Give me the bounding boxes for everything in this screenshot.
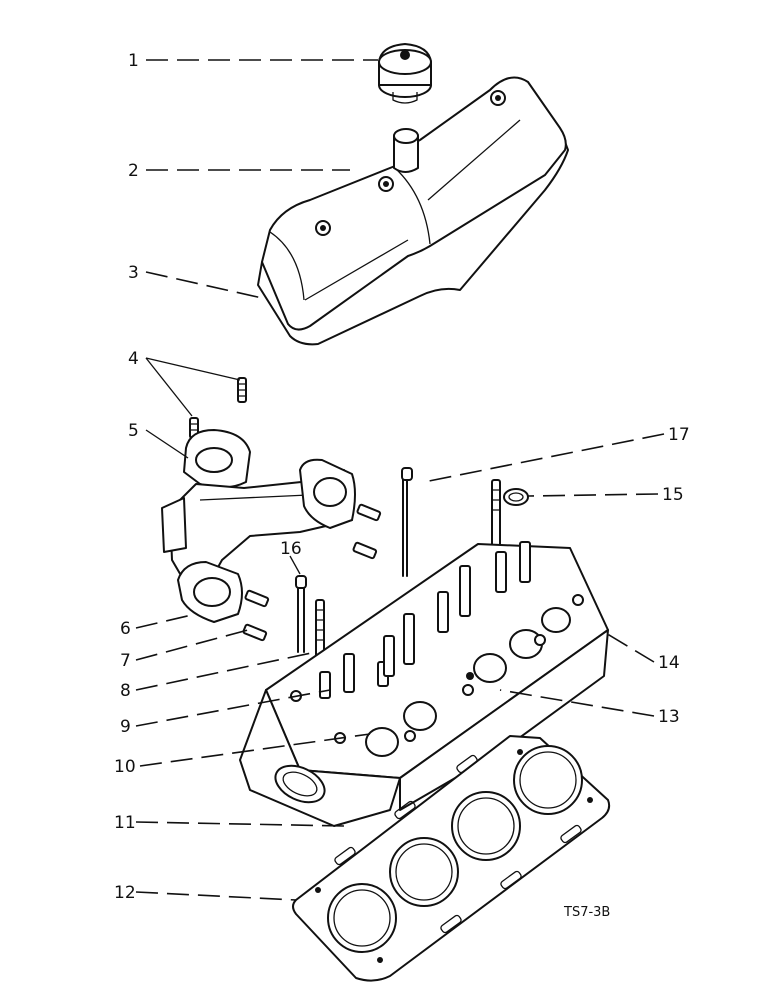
callout-17: 17 bbox=[668, 425, 690, 445]
callout-16: 16 bbox=[280, 539, 302, 559]
callout-15: 15 bbox=[662, 485, 684, 505]
reference-code-group: TS7-3B bbox=[563, 905, 610, 920]
callout-11: 11 bbox=[114, 813, 136, 833]
callout-2: 2 bbox=[128, 161, 139, 181]
part-head-gasket bbox=[292, 735, 611, 982]
callout-13: 13 bbox=[658, 707, 680, 727]
part-manifold-studs bbox=[189, 377, 247, 439]
callout-4: 4 bbox=[128, 349, 139, 369]
part-valve-cover bbox=[257, 76, 569, 346]
part-breather-cap bbox=[378, 43, 432, 104]
callout-3: 3 bbox=[128, 263, 139, 283]
part-flange-studs bbox=[242, 503, 382, 642]
callout-7: 7 bbox=[120, 651, 131, 671]
part-manifold bbox=[161, 429, 356, 623]
callout-labels: 1 2 3 4 5 6 7 8 9 10 11 12 13 14 15 16 1… bbox=[114, 51, 690, 903]
leader-lines bbox=[135, 59, 665, 901]
part-head-bolts bbox=[295, 467, 501, 661]
callout-6: 6 bbox=[120, 619, 131, 639]
reference-code: TS7-3B bbox=[563, 905, 610, 920]
callout-1: 1 bbox=[128, 51, 139, 71]
callout-8: 8 bbox=[120, 681, 131, 701]
part-seal-ring bbox=[503, 488, 529, 506]
callout-5: 5 bbox=[128, 421, 139, 441]
callout-9: 9 bbox=[120, 717, 131, 737]
callout-10: 10 bbox=[114, 757, 136, 777]
callout-12: 12 bbox=[114, 883, 136, 903]
callout-14: 14 bbox=[658, 653, 680, 673]
part-cylinder-head bbox=[239, 541, 609, 827]
